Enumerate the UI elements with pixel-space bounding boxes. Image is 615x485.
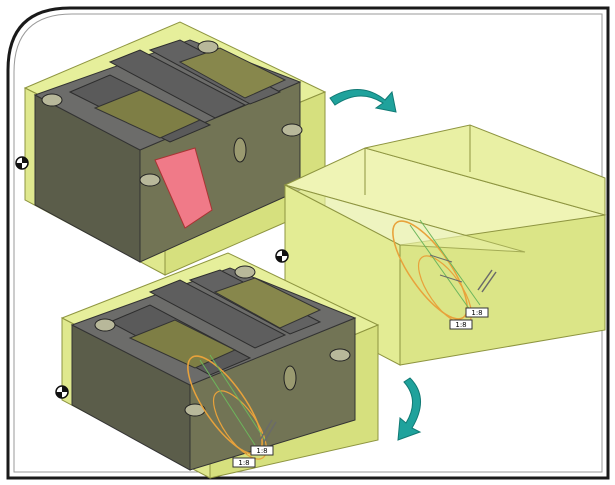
inner-frame [13, 13, 603, 473]
bolt-hole [329, 348, 351, 362]
teal-curved-arrow-icon [329, 89, 397, 113]
bolt-hole [94, 318, 116, 332]
rib [148, 279, 287, 349]
block-step [364, 124, 606, 216]
highlighted-face [154, 147, 213, 229]
olive-channel [128, 319, 237, 369]
svg-text:1:8: 1:8 [256, 447, 267, 455]
olive-channel [93, 89, 202, 139]
block-top-plane [284, 184, 526, 253]
bolt-hole [139, 173, 161, 187]
bolt-hole [41, 93, 63, 107]
bolt-hole [283, 365, 297, 391]
toolpath-tag: 1:8 [465, 307, 489, 318]
svg-text:1:8: 1:8 [238, 459, 249, 467]
svg-text:1:8: 1:8 [455, 321, 466, 329]
toolpath-tag: 1:8 [250, 445, 274, 456]
toolpath-tag: 1:8 [449, 319, 473, 330]
bolt-hole [234, 265, 256, 279]
bottom-machined-part-with-toolpath: 1:8 1:8 [55, 252, 380, 479]
bolt-hole [281, 123, 303, 137]
toolpath-tag: 1:8 [232, 457, 256, 468]
origin-marker-icon [275, 249, 289, 263]
bolt-hole [233, 137, 247, 163]
svg-text:1:8: 1:8 [471, 309, 482, 317]
teal-curved-arrow-icon [397, 377, 422, 441]
olive-channel [213, 277, 322, 329]
toolpath [392, 219, 497, 325]
bolt-hole [197, 40, 219, 54]
origin-marker-icon [55, 385, 69, 399]
rib [108, 49, 247, 119]
top-left-machined-part [15, 21, 327, 276]
origin-marker-icon [15, 156, 29, 170]
